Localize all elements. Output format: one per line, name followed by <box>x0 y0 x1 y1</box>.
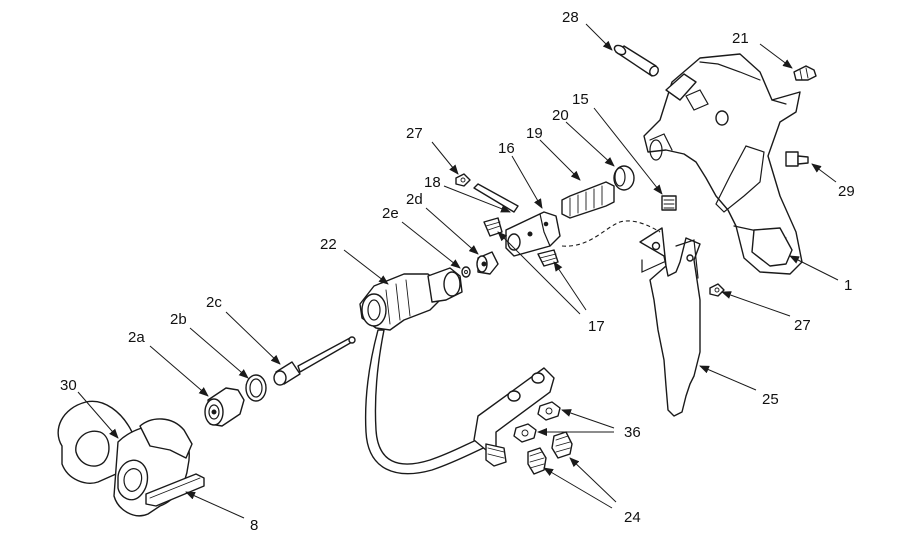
cap-20 <box>613 165 635 191</box>
leader-36a <box>561 409 615 429</box>
leader-29 <box>811 163 837 183</box>
leader-16 <box>511 155 543 209</box>
fitting-22 <box>359 267 555 475</box>
callout-20: 20 <box>552 107 569 124</box>
leader-19 <box>539 139 581 181</box>
leader-20 <box>565 121 615 167</box>
pin-28 <box>613 44 659 77</box>
nut-27-left <box>455 173 471 187</box>
callout-24: 24 <box>624 509 641 526</box>
tip-seat-2a <box>204 387 245 427</box>
leader-2c <box>225 311 281 365</box>
guard-30 <box>57 400 193 517</box>
callout-27-right: 27 <box>794 317 811 334</box>
callout-30: 30 <box>60 377 77 394</box>
leader-18 <box>443 185 511 213</box>
gun-body <box>643 53 803 275</box>
callout-2d: 2d <box>406 191 423 208</box>
callout-16: 16 <box>498 140 515 157</box>
dashed-link <box>561 220 661 247</box>
spring-19 <box>561 181 615 219</box>
oring-2b <box>245 374 267 402</box>
leader-2e <box>401 221 461 269</box>
leader-27-right <box>721 291 791 317</box>
nut-27-right <box>709 283 725 297</box>
callout-2b: 2b <box>170 311 187 328</box>
bolt-29 <box>785 151 809 167</box>
needle-2c <box>273 336 356 386</box>
spring-15 <box>661 195 677 211</box>
callout-29: 29 <box>838 183 855 200</box>
leader-8 <box>185 491 245 519</box>
trigger-25 <box>639 227 701 417</box>
leader-15 <box>593 107 663 195</box>
callout-2c: 2c <box>206 294 222 311</box>
leader-28 <box>585 23 613 51</box>
callout-15: 15 <box>572 91 589 108</box>
washer-2e <box>461 266 471 278</box>
callout-21: 21 <box>732 30 749 47</box>
callout-2e: 2e <box>382 205 399 222</box>
callout-8: 8 <box>250 517 258 534</box>
leader-27-left <box>431 141 459 175</box>
leader-25 <box>699 365 757 391</box>
screw-21 <box>793 65 817 81</box>
callouts: 28 21 15 19 20 27 16 18 2d 2e 29 22 <box>60 9 855 534</box>
callout-17: 17 <box>588 318 605 335</box>
valve-housing-16 <box>505 211 561 257</box>
leader-2a <box>149 345 209 397</box>
leader-17a <box>497 231 581 315</box>
leader-2b <box>189 327 249 379</box>
leader-30 <box>77 391 119 439</box>
callout-28: 28 <box>562 9 579 26</box>
callout-22: 22 <box>320 236 337 253</box>
callout-18: 18 <box>424 174 441 191</box>
key-8 <box>145 473 205 507</box>
callout-2a: 2a <box>128 329 145 346</box>
rod-18 <box>473 183 519 213</box>
leader-17b <box>553 261 587 311</box>
leader-21 <box>759 43 793 69</box>
leader-24b <box>543 467 613 509</box>
leader-22 <box>343 249 389 285</box>
callout-1: 1 <box>844 277 852 294</box>
leader-24a <box>569 457 617 503</box>
callout-36: 36 <box>624 424 641 441</box>
callout-19: 19 <box>526 125 543 142</box>
leader-1 <box>789 255 839 281</box>
springs-17 <box>483 217 559 267</box>
seat-2d <box>476 251 499 275</box>
callout-27-left: 27 <box>406 125 423 142</box>
leader-2d <box>425 207 479 255</box>
callout-25: 25 <box>762 391 779 408</box>
nuts-36 <box>513 401 561 443</box>
